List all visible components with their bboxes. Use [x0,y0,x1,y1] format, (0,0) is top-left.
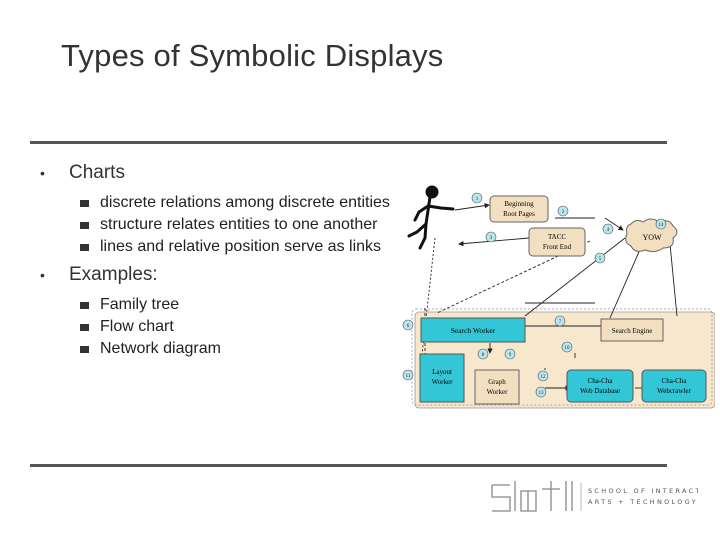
badge-6: 6 [402,319,414,331]
svg-text:1: 1 [476,197,479,202]
svg-text:Front End: Front End [543,243,572,251]
svg-text:YOW: YOW [642,233,662,242]
badge-3: 3 [485,231,497,243]
svg-text:14: 14 [659,223,665,228]
bullet-label: Examples: [69,264,158,285]
school-logo: SCHOOL OF INTERACTIVE ARTS + TECHNOLOGY [491,481,698,512]
svg-text:Web Database: Web Database [580,387,620,395]
bullet-list: • Charts discrete relations among discre… [40,162,390,360]
bullet-examples: • Examples: [40,264,390,286]
square-bullet-icon [80,324,89,331]
sub-bullet: Flow chart [40,316,390,338]
badge-14: 14 [655,218,667,230]
square-bullet-icon [80,302,89,309]
svg-text:Worker: Worker [432,378,453,386]
sub-bullet: lines and relative position serve as lin… [40,236,390,258]
svg-text:3: 3 [490,236,493,241]
badge-7: 7 [554,315,566,327]
badge-4: 4 [602,223,614,235]
bottom-divider [30,464,667,467]
sub-bullet-text: Flow chart [100,318,174,335]
sub-bullet-text: discrete relations among discrete entiti… [100,194,390,211]
svg-text:6: 6 [407,324,410,329]
node-yow: YOW [625,218,678,253]
square-bullet-icon [80,200,89,207]
bullet-label: Charts [69,162,125,183]
svg-text:2: 2 [562,210,565,215]
top-divider [30,141,667,144]
stick-figure-icon [407,185,455,250]
logo-line-1: SCHOOL OF INTERACTIVE [588,487,698,495]
badge-9: 9 [504,348,516,360]
svg-text:Beginning: Beginning [504,200,534,208]
node-graph-worker: Graph Worker [474,369,520,405]
node-tacc: TACC Front End [528,227,586,257]
bullet-dot-icon: • [40,267,45,283]
square-bullet-icon [80,222,89,229]
svg-text:Cha-Cha: Cha-Cha [662,377,688,385]
badge-8: 8 [477,348,489,360]
svg-text:10: 10 [565,346,571,351]
node-web-database: Cha-Cha Web Database [566,369,634,403]
badge-group: 1 2 3 4 5 6 7 8 9 10 11 12 13 14 [402,192,667,398]
bullet-charts: • Charts [40,162,390,184]
sub-bullet: discrete relations among discrete entiti… [40,192,390,214]
svg-text:4: 4 [607,228,610,233]
svg-text:12: 12 [541,375,547,380]
sub-bullet-text: structure relates entities to one anothe… [100,216,378,233]
svg-text:Search Engine: Search Engine [612,327,653,335]
node-search-worker: Search Worker [420,317,526,343]
logo-line-2: ARTS + TECHNOLOGY [588,498,698,506]
badge-13: 13 [535,386,547,398]
bullet-dot-icon: • [40,165,45,181]
sub-bullet: structure relates entities to one anothe… [40,214,390,236]
svg-text:7: 7 [559,320,562,325]
badge-10: 10 [561,341,573,353]
svg-text:5: 5 [599,257,602,262]
sub-bullet: Network diagram [40,338,390,360]
slide-title: Types of Symbolic Displays [61,38,444,73]
badge-2: 2 [557,205,569,217]
svg-text:9: 9 [509,353,512,358]
svg-text:Graph: Graph [488,378,506,386]
badge-1: 1 [471,192,483,204]
node-layout-worker: Layout Worker [419,353,465,403]
svg-text:11: 11 [406,374,411,379]
svg-text:8: 8 [482,353,485,358]
node-beginning: Beginning Root Pages [489,195,549,223]
svg-text:Webcrawler: Webcrawler [657,387,691,395]
badge-12: 12 [537,370,549,382]
siat-logo-mark-icon [491,481,573,512]
square-bullet-icon [80,346,89,353]
node-search-engine: Search Engine [600,318,664,342]
badge-11: 11 [402,369,414,381]
badge-5: 5 [594,252,606,264]
svg-text:TACC: TACC [548,233,566,241]
svg-text:Search Worker: Search Worker [451,326,496,335]
sub-bullet-text: lines and relative position serve as lin… [100,238,382,255]
sub-bullet-text: Network diagram [100,340,221,357]
svg-text:13: 13 [539,391,545,396]
sub-bullet: Family tree [40,294,390,316]
sub-bullet-text: Family tree [100,296,180,313]
node-webcrawler: Cha-Cha Webcrawler [641,369,707,403]
svg-text:Layout: Layout [432,368,452,376]
network-diagram: Beginning Root Pages TACC Front End YOW … [402,185,715,409]
svg-text:Cha-Cha: Cha-Cha [588,377,614,385]
svg-text:Worker: Worker [487,388,508,396]
square-bullet-icon [80,244,89,251]
svg-text:Root Pages: Root Pages [503,210,535,218]
